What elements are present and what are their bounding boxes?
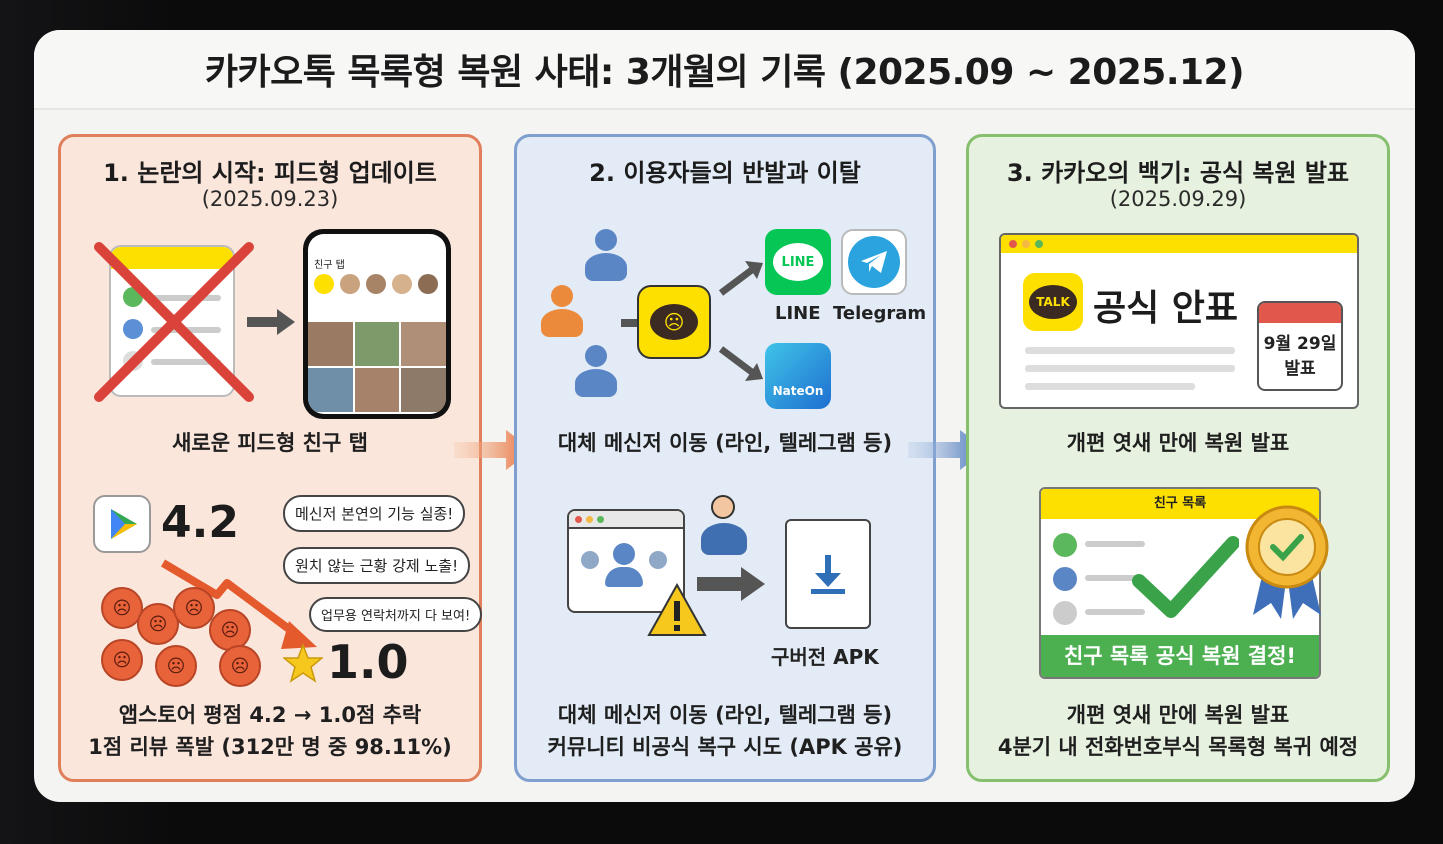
telegram-app-icon	[841, 229, 907, 295]
apk-file-icon	[785, 519, 871, 629]
caption-q4-return: 4분기 내 전화번호부식 목록형 복귀 예정	[997, 735, 1359, 759]
panel-user-backlash: 2. 이용자들의 반발과 이탈 ☹ LINE	[514, 134, 936, 782]
arrow-right-icon	[697, 567, 765, 601]
complaint-bubble: 메신저 본연의 기능 실종!	[283, 495, 466, 532]
caption-rating-drop: 앱스토어 평점 4.2 → 1.0점 추락	[118, 703, 422, 727]
caption-migration: 대체 메신저 이동 (라인, 텔레그램 등)	[557, 431, 893, 455]
community-window	[567, 509, 685, 613]
phone-tab-label: 친구 탭	[314, 260, 345, 271]
user-icon	[701, 495, 747, 559]
star-icon	[283, 643, 323, 683]
user-icon	[585, 229, 627, 285]
notice-title: 공식 안표	[1093, 288, 1239, 329]
app-label-telegram: Telegram	[833, 303, 927, 324]
rating-after: 1.0	[327, 635, 409, 689]
rating-before: 4.2	[161, 497, 239, 548]
arrow-down-right-icon	[718, 346, 763, 381]
panel-title: 3. 카카오의 백기: 공식 복원 발표	[1006, 159, 1350, 187]
angry-face-icon: ☹	[173, 587, 215, 629]
arrow-up-right-icon	[718, 261, 763, 296]
panel-title: 1. 논란의 시작: 피드형 업데이트	[103, 159, 437, 187]
angry-face-icon: ☹	[137, 603, 179, 645]
panel-date: (2025.09.29)	[1109, 187, 1247, 211]
angry-face-icon: ☹	[155, 645, 197, 687]
caption-feed-tab: 새로운 피드형 친구 탭	[172, 431, 368, 455]
arrow-right-icon	[247, 309, 295, 335]
angry-face-icon: ☹	[219, 645, 261, 687]
check-mark-icon	[1132, 536, 1239, 618]
kakao-talk-logo: TALK	[1023, 273, 1083, 331]
user-icon	[541, 285, 583, 341]
nateon-app-icon: NateOn	[765, 343, 831, 409]
angry-face-icon: ☹	[101, 639, 143, 681]
calendar-icon: 9월 29일 발표	[1257, 301, 1343, 391]
complaint-bubble: 원치 않는 근황 강제 노출!	[283, 547, 471, 584]
panel-title: 2. 이용자들의 반발과 이탈	[589, 159, 861, 187]
line-app-icon: LINE	[765, 229, 831, 295]
caption-review-burst: 1점 리뷰 폭발 (312만 명 중 98.11%)	[88, 735, 452, 759]
infographic-card: 카카오톡 목록형 복원 사태: 3개월의 기록 (2025.09 ~ 2025.…	[34, 30, 1415, 802]
play-store-icon	[93, 495, 151, 553]
app-label-line: LINE	[775, 303, 821, 324]
sad-kakao-icon: ☹	[637, 285, 711, 359]
title-bar: 카카오톡 목록형 복원 사태: 3개월의 기록 (2025.09 ~ 2025.…	[34, 30, 1415, 110]
notice-window: TALK 공식 안표 9월 29일 발표	[999, 233, 1359, 409]
angry-face-icon: ☹	[101, 587, 143, 629]
caption-apk-sharing: 커뮤니티 비공식 복구 시도 (APK 공유)	[547, 735, 903, 759]
complaint-bubble: 업무용 연락처까지 다 보여!	[309, 597, 483, 632]
panel-feed-update: 1. 논란의 시작: 피드형 업데이트 (2025.09.23) 친구 탭	[58, 134, 483, 782]
user-icon	[575, 345, 617, 401]
restore-banner: 친구 목록 공식 복원 결정!	[1041, 635, 1319, 677]
panel-official-restore: 3. 카카오의 백기: 공식 복원 발표 (2025.09.29) TALK 공…	[966, 134, 1390, 782]
cross-mark-icon	[94, 242, 254, 402]
feed-phone: 친구 탭	[303, 229, 451, 419]
angry-face-icon: ☹	[209, 609, 251, 651]
page-title: 카카오톡 목록형 복원 사태: 3개월의 기록 (2025.09 ~ 2025.…	[204, 52, 1245, 93]
warning-icon	[647, 583, 707, 636]
caption-restore-announce: 개편 엿새 만에 복원 발표	[1066, 431, 1290, 455]
apk-label: 구버전 APK	[771, 645, 879, 669]
flow-arrow-icon	[454, 430, 532, 470]
decline-arrow-icon	[160, 559, 317, 649]
award-badge-icon	[1245, 505, 1329, 619]
panel-date: (2025.09.23)	[201, 187, 339, 211]
caption-restore-announce-2: 개편 엿새 만에 복원 발표	[1066, 703, 1290, 727]
caption-migration-2: 대체 메신저 이동 (라인, 텔레그램 등)	[557, 703, 893, 727]
